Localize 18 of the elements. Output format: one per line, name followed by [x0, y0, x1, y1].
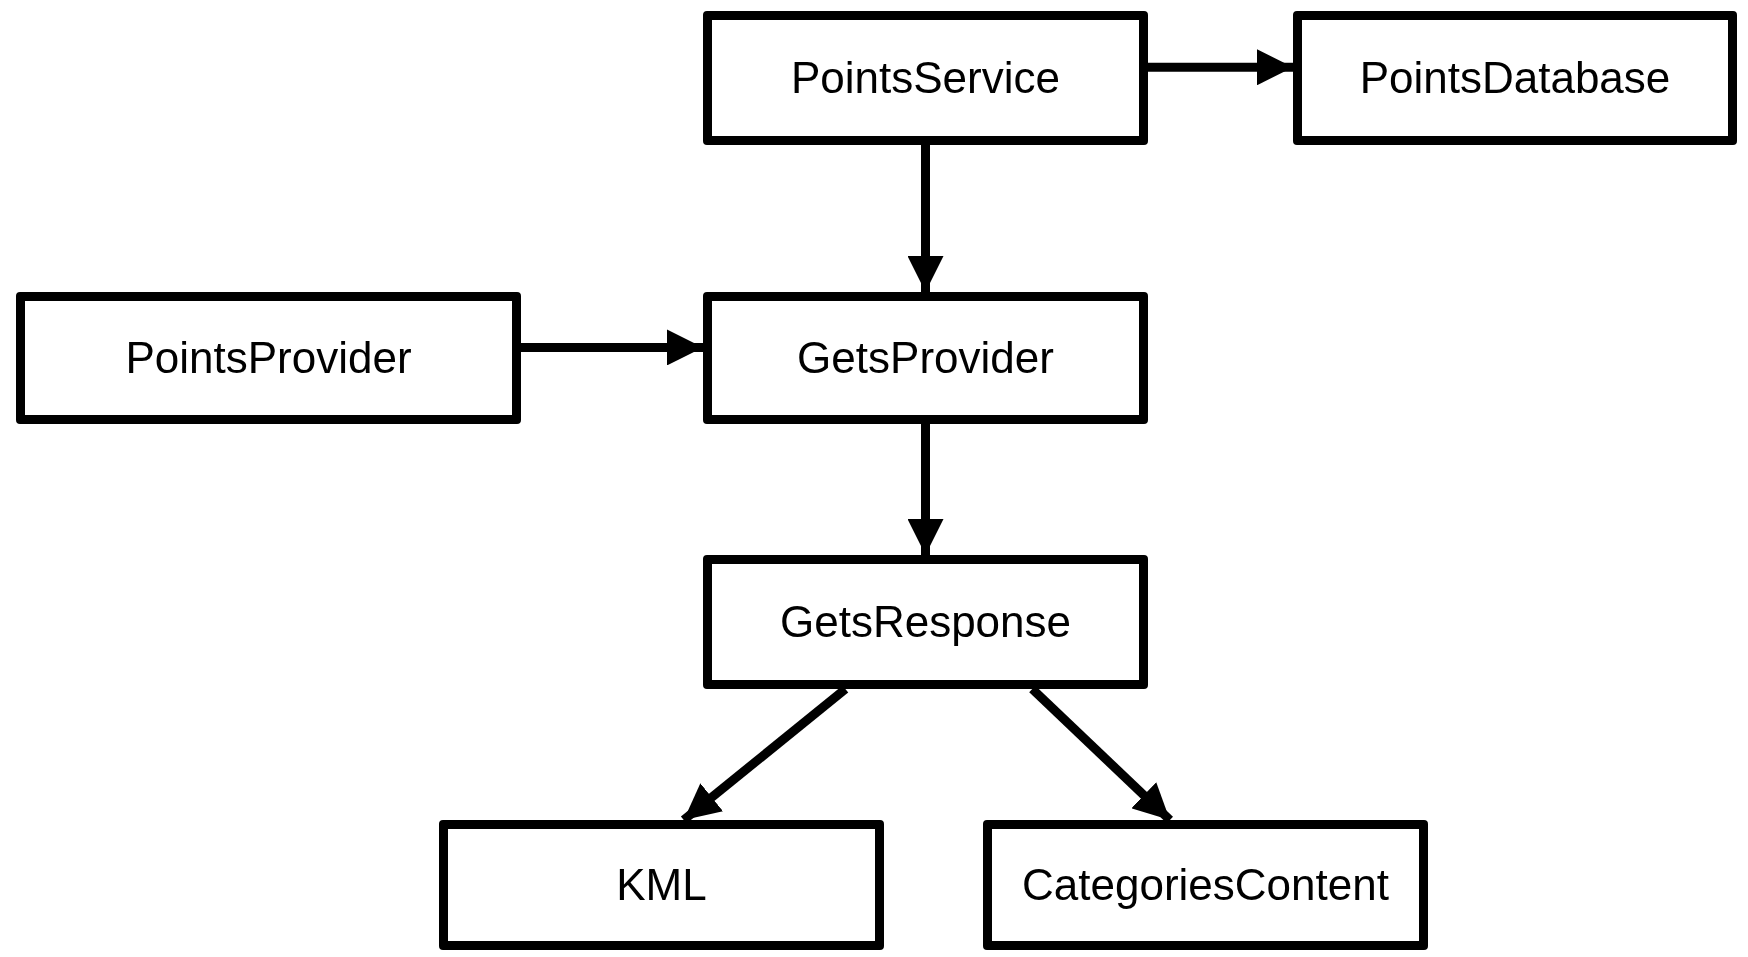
arrow	[1148, 49, 1293, 86]
process-box	[703, 555, 1148, 689]
process-box	[1293, 11, 1737, 145]
arrow	[521, 329, 703, 366]
process-box	[983, 820, 1428, 950]
box-label: PointsService	[791, 53, 1060, 103]
box-label: GetsProvider	[797, 333, 1054, 383]
process-box	[703, 11, 1148, 145]
box-label: GetsResponse	[779, 597, 1072, 647]
process-box	[703, 292, 1148, 424]
box-label: KML	[616, 860, 707, 910]
box-label: PointsDatabase	[1359, 53, 1671, 103]
arrow	[907, 145, 944, 292]
process-box	[439, 820, 884, 950]
box-label: CategoriesContent	[1022, 860, 1389, 910]
arrow	[907, 424, 944, 555]
box-label: PointsProvider	[125, 333, 412, 383]
process-box	[16, 292, 521, 424]
